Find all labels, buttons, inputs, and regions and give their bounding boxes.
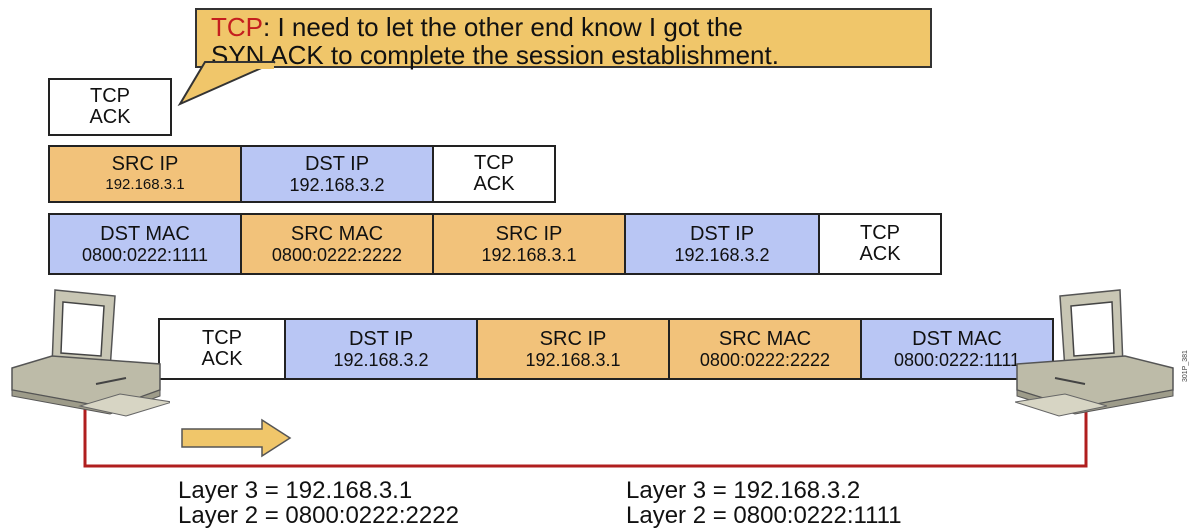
left-layer3: Layer 3 = 192.168.3.1 [178, 477, 413, 504]
field-value: 192.168.3.1 [481, 244, 577, 265]
left-computer-icon [11, 289, 170, 417]
left-layer2: Layer 2 = 0800:0222:2222 [178, 502, 459, 529]
wire-tcp-ack: TCP ACK [158, 318, 286, 380]
direction-arrow-icon [181, 418, 292, 458]
field-value: 192.168.3.1 [105, 175, 185, 193]
tcp-callout: TCP: I need to let the other end know I … [195, 8, 932, 70]
field-title: SRC IP [111, 152, 179, 175]
callout-pointer [177, 61, 276, 107]
field-value: ACK [473, 173, 515, 195]
wire-dst-ip: DST IP 192.168.3.2 [284, 318, 478, 380]
tcp-label: TCP [90, 85, 130, 107]
field-value: 192.168.3.2 [333, 349, 429, 370]
callout-protocol: TCP [211, 12, 263, 42]
field-title: DST IP [304, 152, 370, 175]
wire-src-ip: SRC IP 192.168.3.1 [476, 318, 670, 380]
field-title: DST IP [689, 222, 755, 245]
field-title: SRC IP [539, 327, 607, 350]
field-value: ACK [859, 243, 901, 265]
field-title: SRC MAC [290, 222, 384, 245]
frame-dst-mac: DST MAC 0800:0222:1111 [48, 213, 242, 275]
field-value: 0800:0222:2222 [699, 349, 831, 370]
packet-tcp-ack: TCP ACK [432, 145, 556, 203]
frame-dst-ip: DST IP 192.168.3.2 [624, 213, 820, 275]
field-title: SRC IP [495, 222, 563, 245]
field-title: TCP [202, 327, 242, 349]
right-computer-icon [1015, 289, 1174, 417]
ack-label: ACK [89, 106, 131, 128]
field-value: 192.168.3.1 [525, 349, 621, 370]
field-value: 192.168.3.2 [289, 174, 385, 195]
callout-line-1: TCP: I need to let the other end know I … [211, 13, 916, 41]
field-title: SRC MAC [718, 327, 812, 350]
frame-tcp-ack: TCP ACK [818, 213, 942, 275]
field-value: 192.168.3.2 [674, 244, 770, 265]
left-host-addresses: Layer 3 = 192.168.3.1 Layer 2 = 0800:022… [178, 478, 459, 528]
field-value: 0800:0222:1111 [893, 349, 1021, 370]
field-title: DST MAC [100, 222, 190, 245]
field-title: DST IP [348, 327, 414, 350]
callout-line-1-text: : I need to let the other end know I got… [263, 12, 743, 42]
packet-src-ip: SRC IP 192.168.3.1 [48, 145, 242, 203]
frame-src-ip: SRC IP 192.168.3.1 [432, 213, 626, 275]
field-value: 0800:0222:2222 [271, 244, 403, 265]
right-host-addresses: Layer 3 = 192.168.3.2 Layer 2 = 0800:022… [626, 478, 902, 528]
field-value: 0800:0222:1111 [81, 244, 209, 265]
field-title: TCP [860, 222, 900, 244]
field-title: TCP [474, 152, 514, 174]
right-layer2: Layer 2 = 0800:0222:1111 [626, 502, 902, 529]
packet-dst-ip: DST IP 192.168.3.2 [240, 145, 434, 203]
field-title: DST MAC [912, 327, 1002, 350]
segment-tcp-ack: TCP ACK [48, 78, 172, 136]
figure-id: 301P_381 [1182, 350, 1189, 382]
wire-src-mac: SRC MAC 0800:0222:2222 [668, 318, 862, 380]
frame-src-mac: SRC MAC 0800:0222:2222 [240, 213, 434, 275]
right-layer3: Layer 3 = 192.168.3.2 [626, 477, 861, 504]
callout-line-2: SYN ACK to complete the session establis… [211, 40, 779, 70]
field-value: ACK [201, 348, 243, 370]
